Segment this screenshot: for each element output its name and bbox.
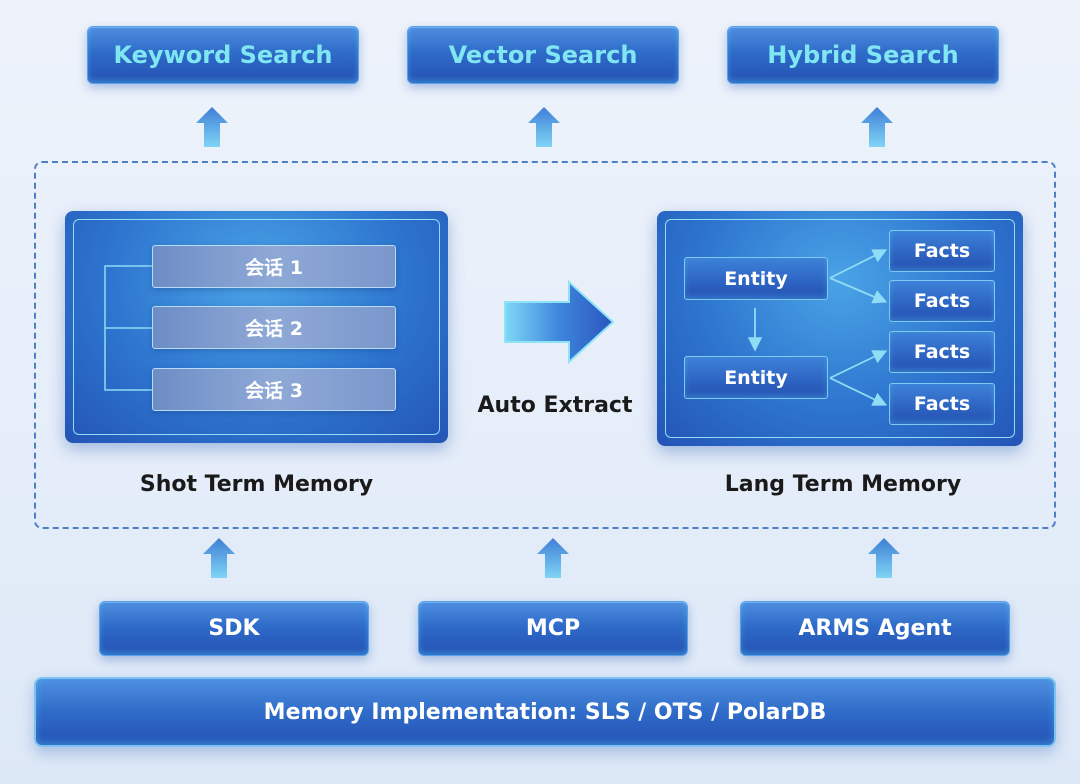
facts-label: Facts [913,341,971,363]
facts-node: Facts [889,331,995,373]
right-arrow-icon [504,280,615,364]
auto-extract-label: Auto Extract [477,393,633,418]
up-arrow-icon [528,107,560,147]
hybrid-search-label: Hybrid Search [767,41,959,69]
entity-label: Entity [724,366,788,389]
session-label: 会话 2 [245,318,303,340]
memory-container [34,161,1056,529]
sdk-label: SDK [208,616,260,641]
session-item: 会话 3 [152,368,396,411]
up-arrow-icon [203,538,235,578]
arms-agent-label: ARMS Agent [798,616,952,641]
facts-node: Facts [889,383,995,425]
facts-node: Facts [889,230,995,272]
facts-label: Facts [913,240,971,262]
vector-search-box: Vector Search [407,26,679,84]
panel-inner-border [73,219,440,435]
session-label: 会话 3 [245,380,303,402]
facts-label: Facts [913,393,971,415]
connector-arrow [829,350,888,379]
vector-search-label: Vector Search [448,41,638,69]
facts-node: Facts [889,280,995,322]
arms-agent-box: ARMS Agent [740,601,1010,656]
keyword-search-box: Keyword Search [87,26,359,84]
hybrid-search-box: Hybrid Search [727,26,999,84]
mcp-label: MCP [525,616,581,641]
memory-implementation-bar: Memory Implementation: SLS / OTS / Polar… [34,677,1056,747]
connector-arrow [829,249,888,279]
up-arrow-icon [196,107,228,147]
keyword-search-label: Keyword Search [113,41,333,69]
sdk-box: SDK [99,601,369,656]
entity-label: Entity [724,267,788,290]
facts-label: Facts [913,290,971,312]
connector-arrow [829,377,888,406]
panel-inner-border [665,219,1015,438]
short-term-memory-title: Shot Term Memory [139,472,374,497]
entity-node: Entity [684,257,828,300]
session-label: 会话 1 [245,257,303,279]
up-arrow-icon [537,538,569,578]
mcp-box: MCP [418,601,688,656]
connector-arrow [829,277,888,304]
session-item: 会话 2 [152,306,396,349]
memory-implementation-label: Memory Implementation: SLS / OTS / Polar… [263,699,827,725]
entity-node: Entity [684,356,828,399]
up-arrow-icon [868,538,900,578]
session-item: 会话 1 [152,245,396,288]
up-arrow-icon [861,107,893,147]
long-term-memory-title: Lang Term Memory [724,472,962,497]
